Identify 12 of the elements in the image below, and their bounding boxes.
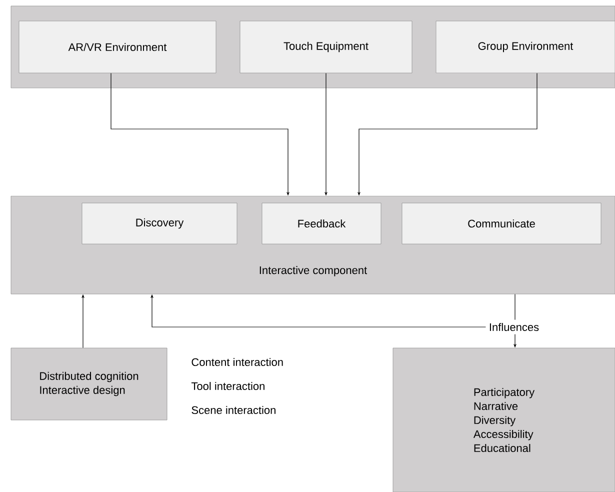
text-box: Distributed cognition Interactive design xyxy=(10,348,168,420)
label: Content interaction xyxy=(192,358,283,366)
process-box: AR/VR Environment xyxy=(18,20,216,74)
process-box: Group Environment xyxy=(436,20,615,74)
process-box: Discovery xyxy=(82,202,238,244)
bare-text: Influences xyxy=(490,322,539,332)
label: Tool interaction xyxy=(191,382,264,390)
process-box: Communicate xyxy=(402,202,602,244)
process-box: Touch Equipment xyxy=(240,20,412,74)
text-box: Participatory Narrative Diversity Accessibility Educational xyxy=(392,348,615,492)
label: Scene interaction xyxy=(192,406,276,414)
process-box: Feedback xyxy=(262,202,382,244)
